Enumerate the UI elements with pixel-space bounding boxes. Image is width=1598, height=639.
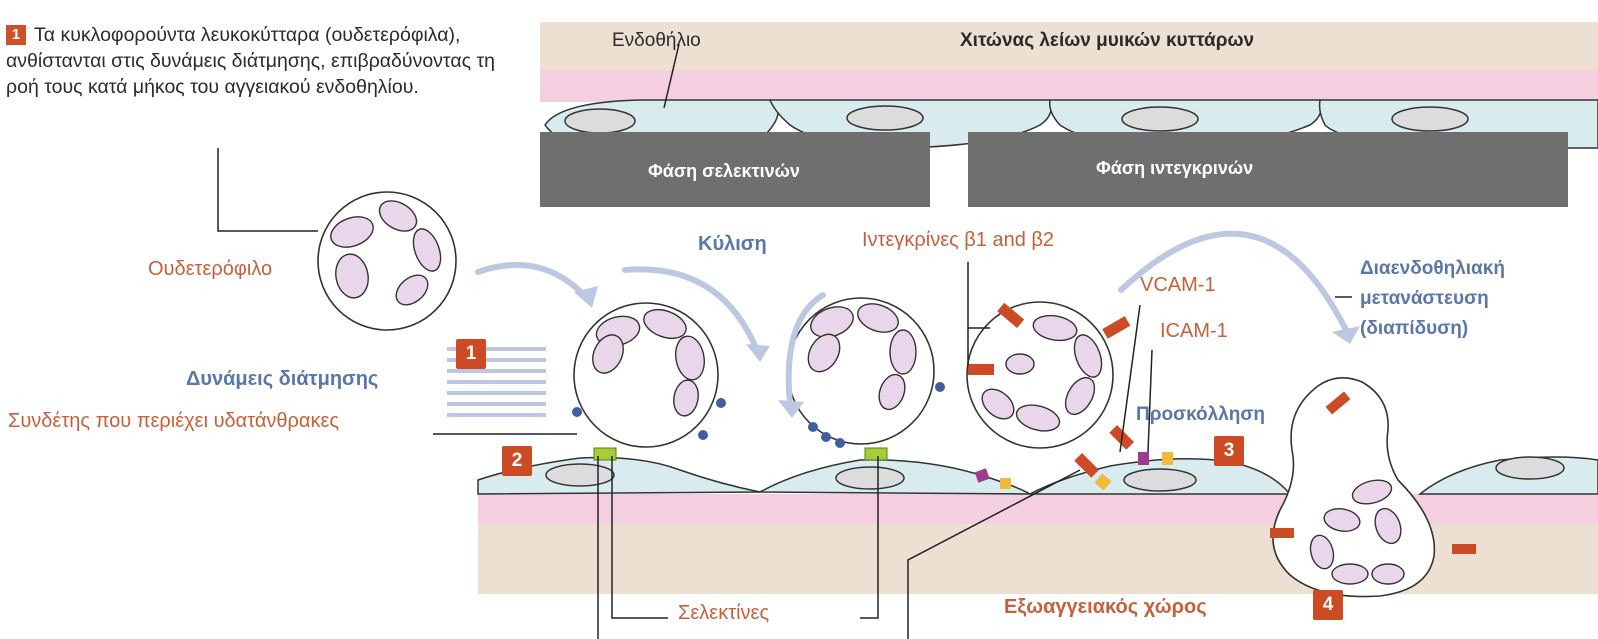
bottom-endothelium bbox=[478, 457, 1598, 494]
integrin-phase-bar bbox=[968, 132, 1568, 207]
label-icam: ICAM-1 bbox=[1160, 320, 1228, 343]
intro-badge: 1 bbox=[6, 25, 26, 45]
step-badge-4: 4 bbox=[1313, 590, 1343, 620]
label-extravascular-space: Εξωαγγειακός χώρος bbox=[1004, 596, 1207, 619]
step-badge-1: 1 bbox=[456, 339, 486, 369]
step-badge-3: 3 bbox=[1214, 436, 1244, 466]
label-integrin-phase: Φάση ιντεγκρινών bbox=[1096, 158, 1253, 179]
neutrophil-rolling-1 bbox=[572, 303, 726, 447]
label-integrins: Ιντεγκρίνες β1 and β2 bbox=[862, 229, 1054, 252]
label-smooth-muscle: Χιτώνας λείων μυικών κυττάρων bbox=[960, 30, 1254, 52]
intro-text: Τα κυκλοφορούντα λευκοκύτταρα (ουδετερόφ… bbox=[6, 24, 495, 98]
label-endothelium: Ενδοθήλιο bbox=[612, 30, 701, 52]
neutrophil-rolling-2 bbox=[788, 298, 945, 448]
label-rolling: Κύλιση bbox=[698, 233, 767, 256]
label-carbohydrate-ligand: Συνδέτης που περιέχει υδατάνθρακες bbox=[8, 410, 339, 433]
selectin-molecules bbox=[594, 448, 887, 460]
label-selectin-phase: Φάση σελεκτινών bbox=[648, 161, 800, 182]
neutrophil-free bbox=[318, 192, 456, 330]
pink-layer-top bbox=[540, 70, 1598, 102]
label-neutrophil: Ουδετερόφιλο bbox=[148, 258, 272, 281]
label-selectins: Σελεκτίνες bbox=[678, 602, 769, 625]
neutrophil-adhering bbox=[967, 302, 1134, 478]
pink-layer-bottom bbox=[478, 494, 1598, 524]
step-badge-2: 2 bbox=[502, 446, 532, 476]
label-adhesion: Προσκόλληση bbox=[1136, 404, 1265, 426]
label-shear-forces: Δυνάμεις διάτμησης bbox=[186, 368, 378, 391]
label-transmigration: Διαενδοθηλιακή μετανάστευση (διαπίδυση) bbox=[1360, 254, 1590, 344]
label-vcam: VCAM-1 bbox=[1140, 274, 1216, 297]
